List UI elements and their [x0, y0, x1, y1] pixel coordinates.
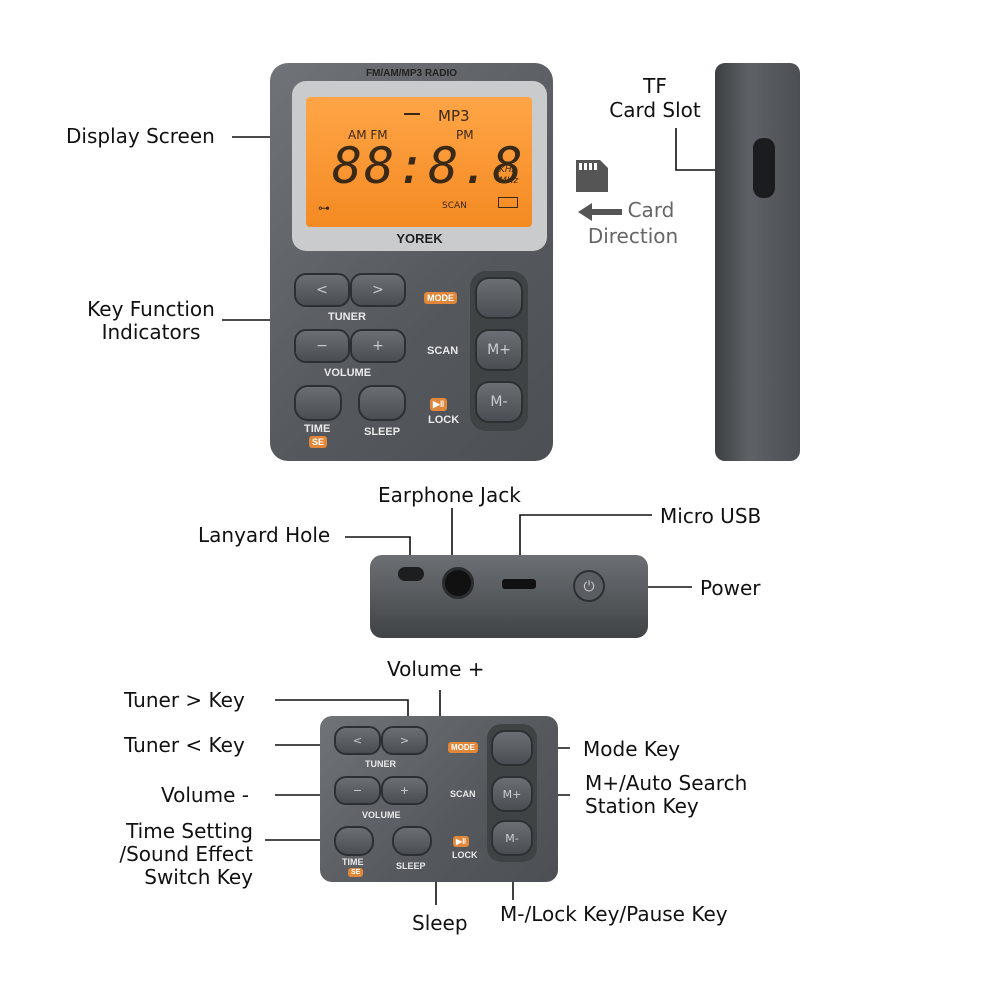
label-tuner-left: Tuner < Key — [124, 733, 245, 757]
detail-scan-label: SCAN — [450, 789, 476, 799]
label-micro-usb: Micro USB — [660, 504, 762, 528]
lcd-mp3: MP3 — [438, 107, 470, 125]
detail-volume-plus-button[interactable]: + — [381, 776, 428, 805]
sleep-button[interactable] — [358, 385, 406, 421]
m-plus-button[interactable]: M+ — [475, 329, 523, 371]
label-time-line3: Switch Key — [144, 865, 253, 889]
label-volume-plus: Volume + — [387, 657, 485, 681]
label-key-function-line1: Key Function — [87, 297, 215, 321]
label-mplus: M+/Auto Search Station Key — [585, 772, 747, 818]
tuner-right-button[interactable]: > — [350, 273, 406, 307]
label-card-line2: Direction — [587, 224, 679, 248]
radio-bottom: ⏻ — [370, 555, 648, 638]
label-mminus: M-/Lock Key/Pause Key — [500, 902, 728, 926]
radio-front: FM/AM/MP3 RADIO MP3 AM FM PM 88:8.8 KHz … — [270, 63, 553, 461]
detail-m-plus-button[interactable]: M+ — [491, 776, 533, 812]
lock-label: LOCK — [428, 414, 460, 426]
label-key-function: Key Function Indicators — [66, 298, 236, 344]
time-button[interactable] — [294, 385, 342, 421]
sd-card-icon — [576, 160, 608, 192]
lanyard-hole — [398, 567, 424, 581]
detail-m-minus-button[interactable]: M- — [491, 820, 533, 856]
detail-play-pause-badge: ▶‖ — [453, 836, 470, 847]
radio-side — [715, 63, 800, 461]
m-minus-button[interactable]: M- — [475, 381, 523, 423]
detail-time-label: TIME — [342, 857, 364, 867]
lcd-mhz: MHz — [499, 176, 519, 186]
detail-time-button[interactable] — [334, 826, 374, 856]
label-display-screen: Display Screen — [66, 124, 215, 148]
detail-se-badge: SE — [348, 868, 364, 877]
detail-tuner-label: TUNER — [365, 759, 396, 769]
scan-label: SCAN — [427, 345, 459, 357]
detail-volume-label: VOLUME — [362, 810, 401, 820]
label-lanyard-hole: Lanyard Hole — [198, 523, 331, 547]
se-badge: SE — [309, 436, 328, 448]
earphone-jack — [442, 567, 474, 599]
volume-minus-button[interactable]: − — [294, 329, 350, 363]
battery-icon — [498, 197, 518, 208]
label-sleep: Sleep — [412, 911, 468, 935]
play-pause-badge: ▶‖ — [430, 398, 448, 411]
volume-plus-button[interactable]: + — [350, 329, 406, 363]
top-label: FM/AM/MP3 RADIO — [365, 68, 458, 79]
brand-logo: YOREK — [396, 231, 443, 246]
label-key-function-line2: Indicators — [101, 320, 201, 344]
mode-badge: MODE — [424, 292, 457, 304]
detail-tuner-left-button[interactable]: < — [334, 726, 381, 755]
lcd-khz: KHz — [499, 165, 517, 175]
power-button[interactable]: ⏻ — [573, 570, 605, 602]
keypad-detail: < > TUNER − + VOLUME TIME SE SLEEP MODE … — [320, 716, 558, 882]
label-time-line1: Time Setting — [126, 819, 253, 843]
lcd-digits: 88:8.8 — [332, 137, 525, 195]
lcd-pm: PM — [456, 128, 474, 142]
detail-mode-button[interactable] — [491, 730, 533, 766]
label-time-setting: Time Setting /Sound Effect Switch Key — [80, 820, 253, 889]
micro-usb-port — [502, 579, 536, 589]
mode-button[interactable] — [475, 277, 523, 319]
label-mplus-line1: M+/Auto Search — [585, 771, 748, 795]
label-time-line2: /Sound Effect — [119, 842, 253, 866]
label-card-direction: Card Direction — [578, 197, 688, 249]
volume-label: VOLUME — [324, 367, 372, 379]
time-label: TIME — [304, 423, 331, 435]
card-direction-arrow — [578, 203, 622, 221]
alarm-icon — [404, 109, 420, 115]
label-tuner-right: Tuner > Key — [124, 688, 245, 712]
detail-mode-badge: MODE — [448, 742, 478, 753]
label-tf-card-slot: TF Card Slot — [600, 74, 710, 122]
label-tf-line1: TF — [643, 74, 667, 98]
tuner-left-button[interactable]: < — [294, 273, 350, 307]
label-tf-line2: Card Slot — [609, 98, 701, 122]
detail-volume-minus-button[interactable]: − — [334, 776, 381, 805]
lcd-scan: SCAN — [442, 201, 467, 211]
display-screen: MP3 AM FM PM 88:8.8 KHz MHz SCAN ⊶ — [306, 97, 532, 227]
detail-tuner-right-button[interactable]: > — [381, 726, 428, 755]
tuner-label: TUNER — [328, 311, 366, 323]
screen-frame: MP3 AM FM PM 88:8.8 KHz MHz SCAN ⊶ YOREK — [292, 81, 547, 251]
detail-sleep-button[interactable] — [392, 826, 432, 856]
label-power: Power — [700, 576, 761, 600]
label-mplus-line2: Station Key — [585, 794, 699, 818]
detail-lock-label: LOCK — [452, 850, 478, 860]
label-earphone-jack: Earphone Jack — [378, 483, 521, 507]
label-card-line1: Card — [627, 198, 675, 222]
key-icon: ⊶ — [318, 201, 330, 215]
power-icon: ⏻ — [583, 577, 595, 594]
detail-sleep-label: SLEEP — [396, 861, 426, 871]
label-volume-minus: Volume - — [161, 783, 249, 807]
lcd-am-fm: AM FM — [348, 128, 388, 142]
tf-card-slot — [753, 138, 775, 198]
label-mode-key: Mode Key — [583, 737, 681, 761]
sleep-label: SLEEP — [364, 426, 401, 438]
